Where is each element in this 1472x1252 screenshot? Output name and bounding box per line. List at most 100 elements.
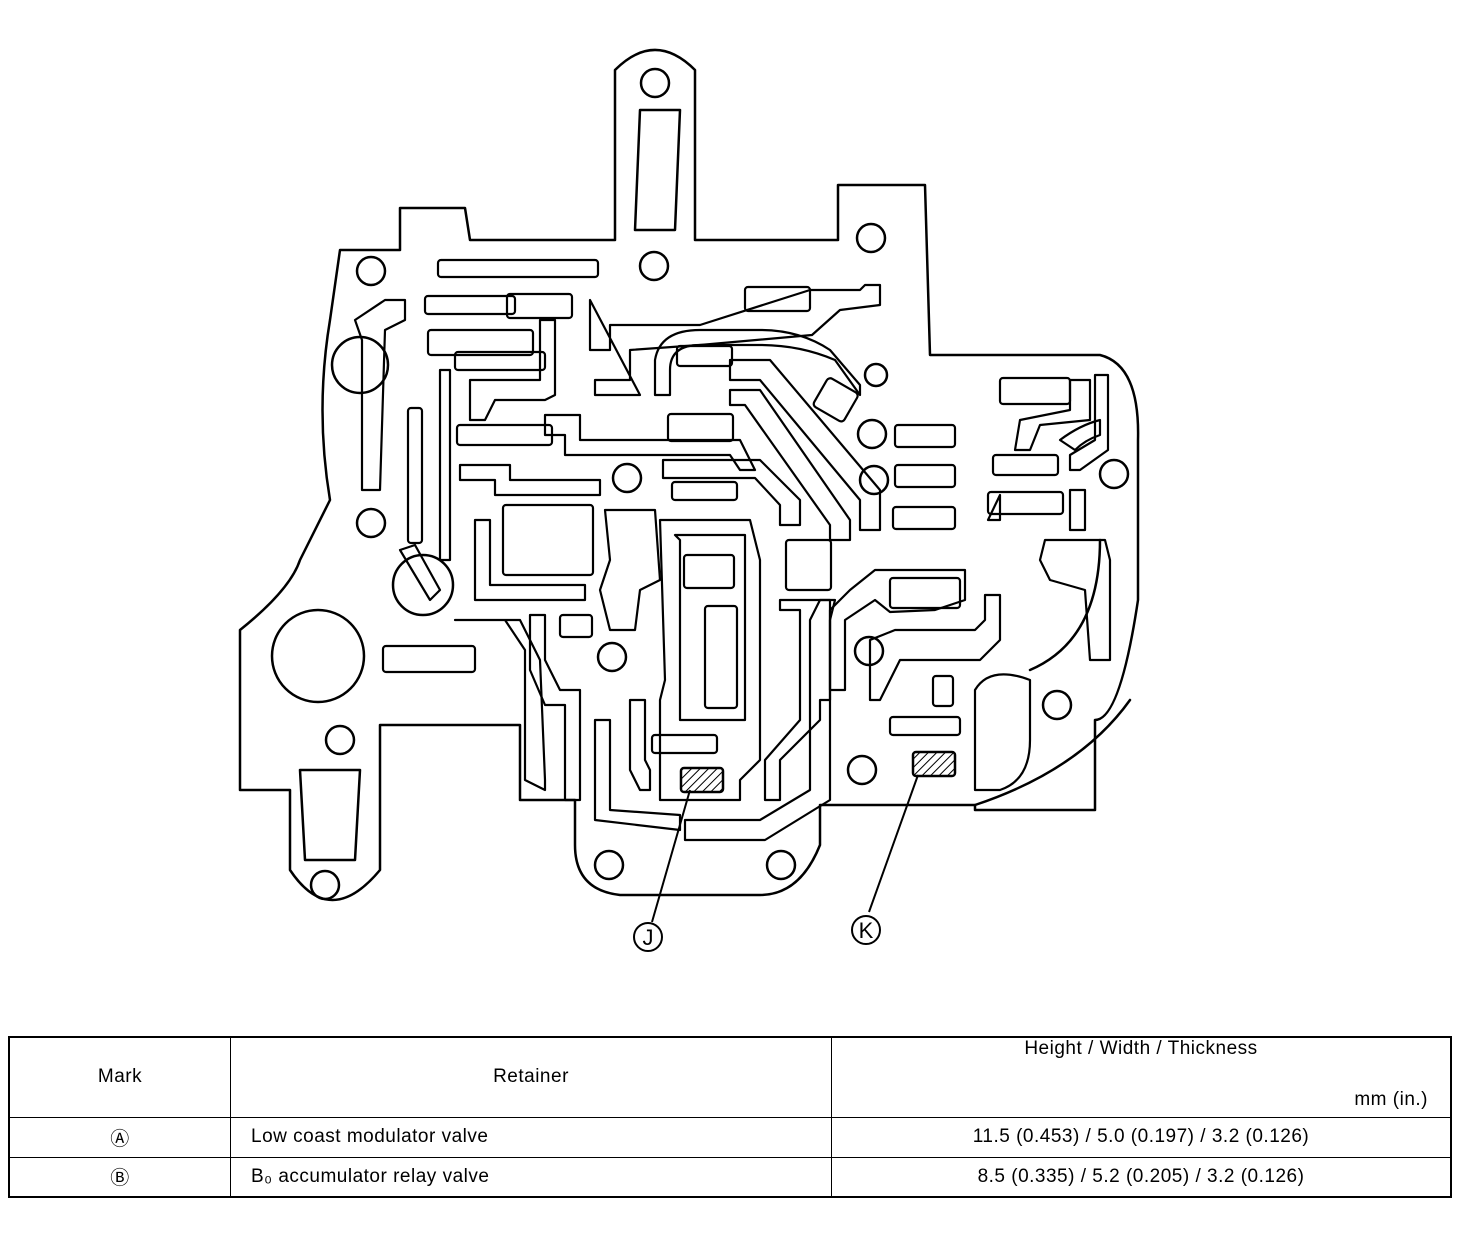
row-dimensions: 8.5 (0.335) / 5.2 (0.205) / 3.2 (0.126) <box>831 1156 1452 1198</box>
table-header-row: Mark Retainer Height / Width / Thickness… <box>8 1036 1452 1118</box>
passage <box>455 423 554 447</box>
row-retainer: Low coast modulator valve <box>230 1116 832 1158</box>
retainer-spec-table: Mark Retainer Height / Width / Thickness… <box>8 1036 1452 1198</box>
passage <box>468 318 557 422</box>
passage <box>473 518 587 602</box>
passage <box>505 292 574 320</box>
bottom-ear-slot <box>298 768 362 862</box>
passage <box>653 328 862 397</box>
passage <box>423 294 517 316</box>
passage <box>670 480 739 502</box>
passage <box>763 598 832 802</box>
bolt-hole <box>355 255 387 287</box>
passage <box>973 673 1032 792</box>
bolt-hole <box>638 250 670 282</box>
passage <box>1068 373 1110 472</box>
passage <box>728 388 852 542</box>
passage <box>868 593 1002 702</box>
passage <box>986 493 1002 522</box>
passage <box>931 674 955 708</box>
bolt-hole <box>639 67 671 99</box>
row-retainer: B₀ accumulator relay valve <box>230 1156 832 1198</box>
header-unit: mm (in.) <box>1354 1088 1428 1110</box>
bolt-hole <box>596 641 628 673</box>
passage <box>1068 488 1087 532</box>
bolt-hole <box>355 507 387 539</box>
leader-line-j <box>651 789 691 923</box>
passage <box>893 423 957 449</box>
bolt-hole <box>863 362 889 388</box>
passage <box>703 604 739 710</box>
passage <box>784 538 833 592</box>
row-mark: Ⓑ <box>8 1156 231 1198</box>
bolt-hole <box>858 464 890 496</box>
passage <box>675 344 734 368</box>
leader-line-k <box>868 774 919 913</box>
passage <box>628 698 652 792</box>
passage <box>1038 538 1112 662</box>
passage <box>353 298 407 492</box>
passage <box>588 283 882 397</box>
table-row: Ⓐ Low coast modulator valve 11.5 (0.453)… <box>8 1116 1452 1158</box>
bolt-hole <box>324 724 356 756</box>
passage <box>891 505 957 531</box>
retainer-k <box>911 750 957 778</box>
header-dimensions-label: Height / Width / Thickness <box>1024 1038 1258 1059</box>
passage <box>743 285 812 313</box>
passage <box>438 368 452 562</box>
bolt-hole <box>593 849 625 881</box>
bolt-hole <box>1098 458 1130 490</box>
row-mark: Ⓐ <box>8 1116 231 1158</box>
valve-body-diagram: J K <box>238 48 1140 952</box>
passage <box>888 576 962 610</box>
plate-outline <box>238 48 1140 902</box>
row-dimensions: 11.5 (0.453) / 5.0 (0.197) / 3.2 (0.126) <box>831 1116 1452 1158</box>
check-ball-bore <box>391 553 455 617</box>
passage <box>381 644 477 674</box>
passage <box>998 376 1072 406</box>
passage <box>398 543 442 602</box>
passage <box>543 413 757 472</box>
callout-label-j: J <box>643 925 654 950</box>
retainer-j <box>679 766 725 794</box>
passage <box>991 453 1060 477</box>
passage <box>893 463 957 489</box>
passage <box>1013 378 1092 452</box>
check-ball-bore <box>270 608 366 704</box>
passage <box>728 358 882 532</box>
passage <box>598 508 662 632</box>
bolt-holes <box>309 67 1130 901</box>
passage <box>661 458 802 527</box>
header-mark: Mark <box>8 1036 231 1118</box>
passage <box>986 490 1065 516</box>
bolt-hole <box>765 849 797 881</box>
passage <box>658 518 762 802</box>
passage <box>458 463 602 497</box>
callout-j: J <box>633 922 663 952</box>
passage <box>501 503 595 577</box>
passage <box>453 350 547 372</box>
passage <box>453 618 547 792</box>
bolt-hole <box>855 222 887 254</box>
passage <box>528 613 582 802</box>
right-flange-inner <box>1028 538 1102 672</box>
table-row: Ⓑ B₀ accumulator relay valve 8.5 (0.335)… <box>8 1156 1452 1198</box>
bolt-hole <box>611 462 643 494</box>
header-dimensions: Height / Width / Thickness mm (in.) <box>831 1036 1452 1118</box>
callout-label-k: K <box>859 918 874 943</box>
header-retainer: Retainer <box>230 1036 832 1118</box>
right-flange <box>973 698 1132 807</box>
passage <box>650 733 719 755</box>
oil-passages <box>353 258 1112 842</box>
passage <box>682 553 736 590</box>
callout-k: K <box>851 915 881 945</box>
passage <box>593 718 682 832</box>
passage <box>666 412 735 443</box>
bolt-hole <box>846 754 878 786</box>
passage <box>812 377 859 423</box>
check-ball-bore <box>330 335 390 395</box>
passage <box>888 715 962 737</box>
bolt-hole <box>856 418 888 450</box>
bolt-hole <box>1041 689 1073 721</box>
passage <box>683 598 837 842</box>
